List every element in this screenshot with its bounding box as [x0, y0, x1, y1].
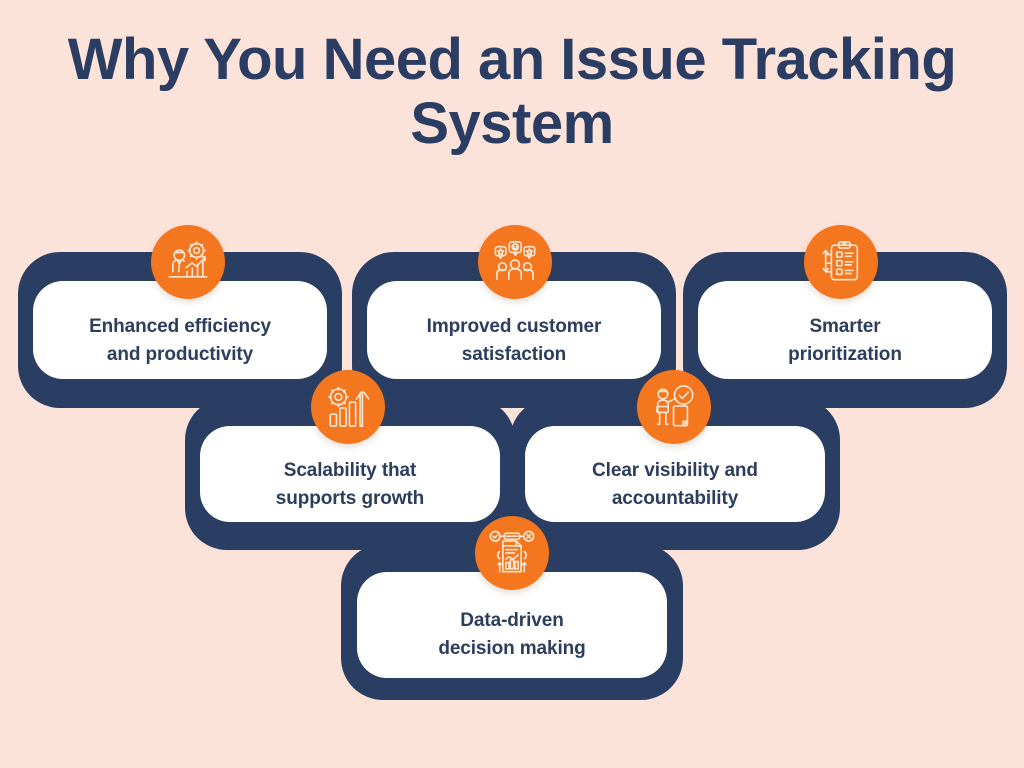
page-title-line-2: System	[410, 91, 614, 156]
card-label-line-2: decision making	[438, 638, 586, 659]
card-label-line-1: Smarter	[809, 316, 881, 337]
card-label-line-1: Scalability that	[283, 460, 417, 481]
gear-bar-chart-arrow-up-icon	[328, 386, 370, 427]
card-label-line-2: prioritization	[788, 344, 902, 365]
person-presenting-check-icon	[656, 385, 694, 427]
report-document-decision-nodes-icon	[489, 530, 535, 573]
badge-clear-visibility-accountability[interactable]	[637, 370, 711, 444]
card-label-line-2: and productivity	[106, 344, 254, 365]
page-title: Why You Need an Issue Tracking System	[62, 28, 962, 156]
badge-scalability-supports-growth[interactable]	[311, 370, 385, 444]
people-feedback-stars-icon	[494, 241, 536, 281]
card-label-line-1: Improved customer	[426, 316, 602, 337]
card-label-line-1: Enhanced efficiency	[89, 316, 271, 337]
badge-improved-customer-satisfaction[interactable]	[478, 225, 552, 299]
card-label-line-1: Clear visibility and	[592, 460, 758, 481]
page-title-line-1: Why You Need an Issue Tracking	[67, 27, 957, 92]
person-gear-growth-chart-icon	[168, 241, 208, 278]
card-label-line-2: accountability	[611, 488, 739, 509]
badge-enhanced-efficiency[interactable]	[151, 225, 225, 299]
card-label-line-2: supports growth	[275, 488, 425, 509]
card-label-line-1: Data-driven	[460, 610, 564, 631]
card-label-line-2: satisfaction	[461, 344, 567, 365]
clipboard-sort-checklist-icon	[822, 240, 859, 281]
badge-smarter-prioritization[interactable]	[804, 225, 878, 299]
badge-data-driven-decision-making[interactable]	[475, 516, 549, 590]
